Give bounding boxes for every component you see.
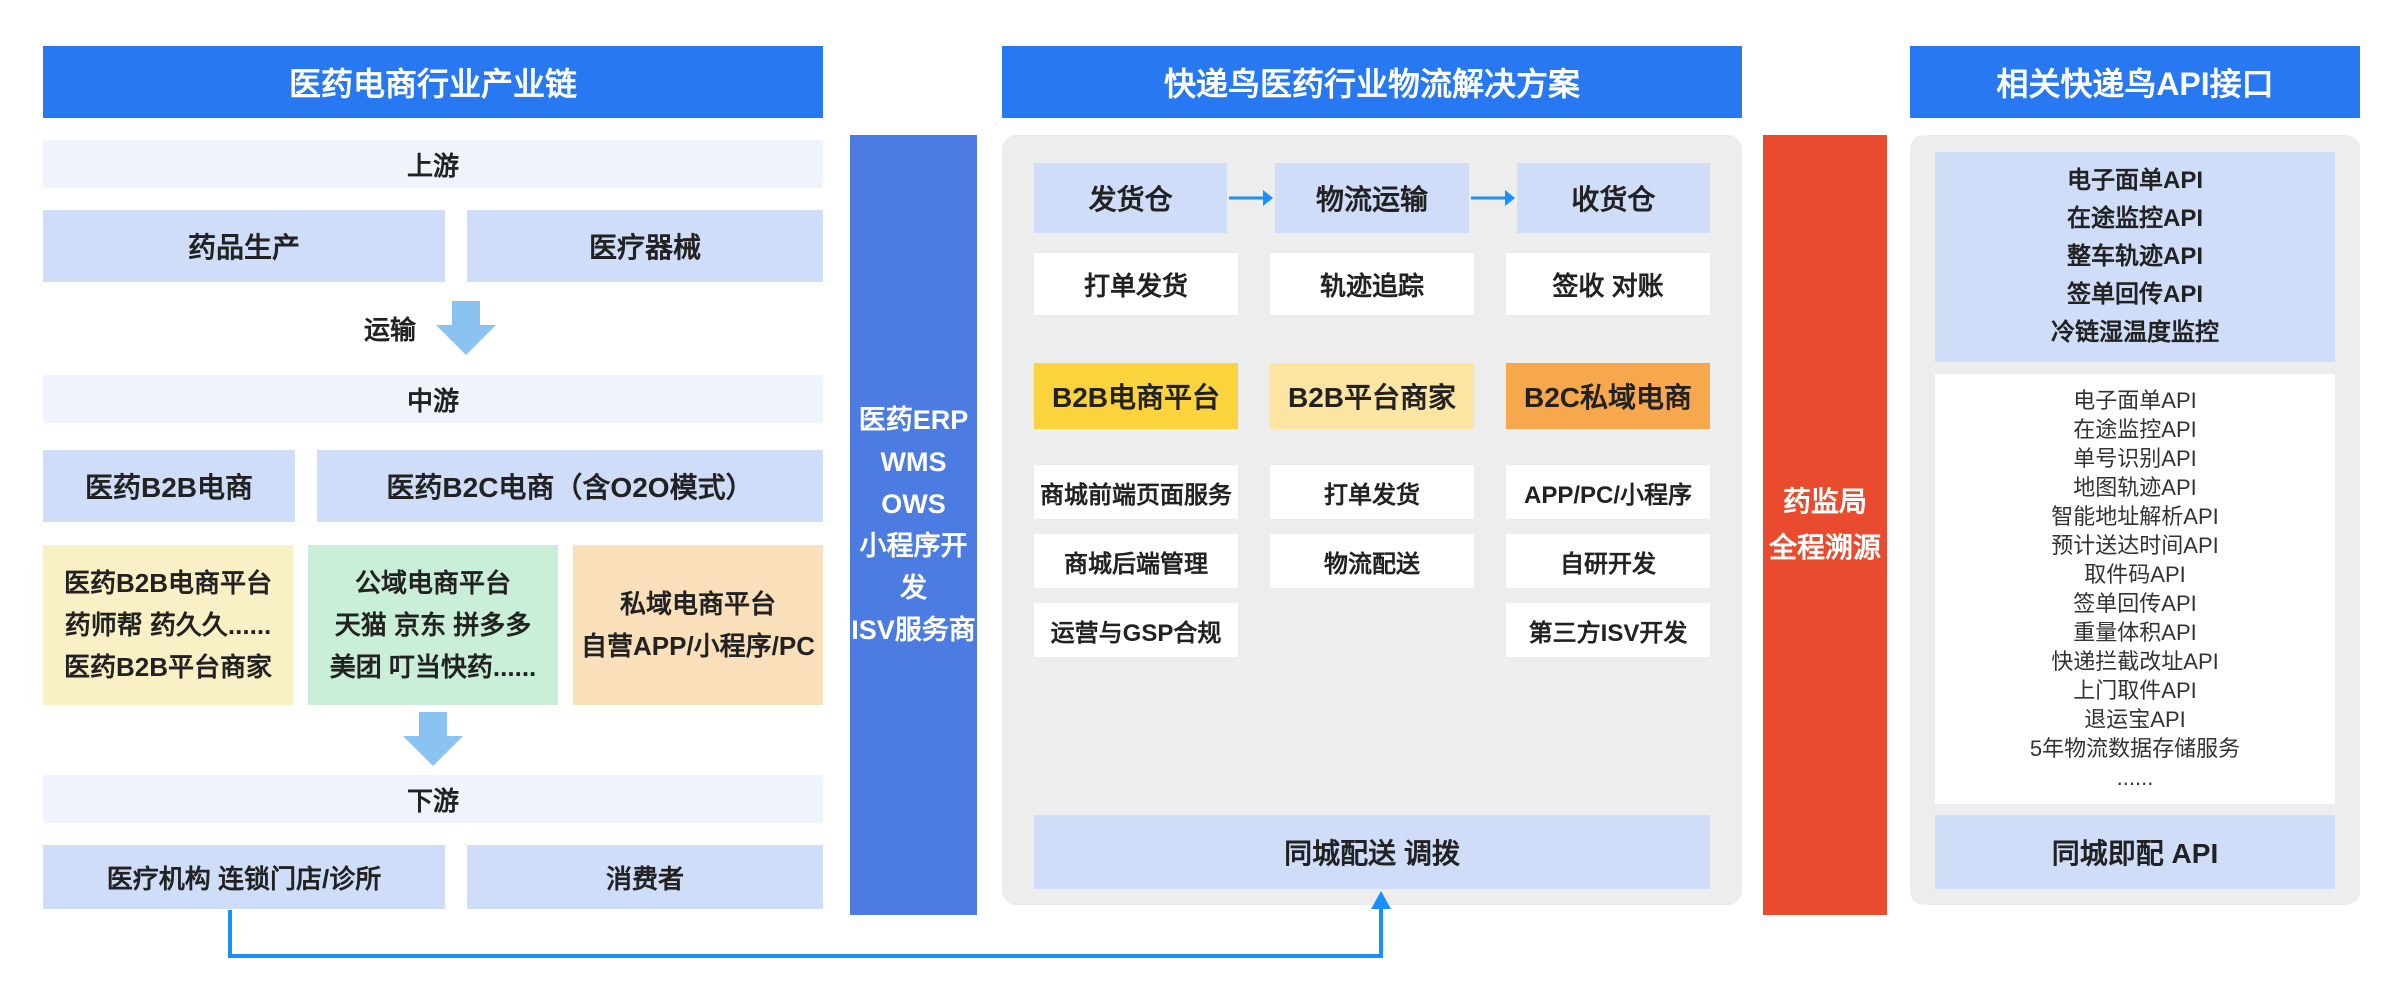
receiving-warehouse-box: 收货仓 — [1516, 163, 1710, 233]
private-domain-box: 私域电商平台自营APP/小程序/PC — [573, 545, 823, 705]
logistics-delivery-box: 物流配送 — [1270, 534, 1474, 588]
public-domain-box: 公域电商平台天猫 京东 拼多多美团 叮当快药...... — [308, 545, 558, 705]
b2b-platform-merchant-box: B2B平台商家 — [1270, 363, 1474, 429]
warehouse-flow-row: 发货仓 物流运输 收货仓 — [1034, 163, 1710, 233]
transport-label: 运输 — [363, 315, 416, 345]
service-grid: 商城前端页面服务 打单发货 APP/PC/小程序 商城后端管理 物流配送 自研开… — [1034, 465, 1710, 657]
down-arrow-icon — [397, 712, 469, 768]
tier-downstream: 下游 — [43, 775, 823, 823]
transport-zone: 运输 — [43, 282, 823, 375]
mall-frontend-box: 商城前端页面服务 — [1034, 465, 1238, 519]
drug-regulator-bar: 药监局全程溯源 — [1763, 135, 1887, 915]
tier-upstream: 上游 — [43, 140, 823, 188]
track-trace-box: 轨迹追踪 — [1270, 253, 1474, 315]
medical-org-box: 医疗机构 连锁门店/诊所 — [43, 845, 445, 909]
print-ship-box: 打单发货 — [1034, 253, 1238, 315]
midstream-row: 医药B2B电商 医药B2C电商（含O2O模式） — [43, 450, 823, 522]
sign-reconcile-box: 签收 对账 — [1506, 253, 1710, 315]
kdniao-solution-panel: 快递鸟医药行业物流解决方案 发货仓 物流运输 收货仓 打单发货 轨迹追踪 签收 … — [1002, 46, 1742, 905]
mall-backend-box: 商城后端管理 — [1034, 534, 1238, 588]
city-delivery-box: 同城配送 调拨 — [1034, 815, 1710, 889]
left-panel-title: 医药电商行业产业链 — [43, 46, 823, 118]
right-arrow-icon — [1469, 186, 1517, 210]
service-grid-row: 商城前端页面服务 打单发货 APP/PC/小程序 — [1034, 465, 1710, 519]
service-grid-row: 运营与GSP合规 第三方ISV开发 — [1034, 603, 1710, 657]
upstream-row: 药品生产 医疗器械 — [43, 210, 823, 282]
b2b-platform-box: 医药B2B电商平台药师帮 药久久......医药B2B平台商家 — [43, 545, 293, 705]
medical-devices-box: 医疗器械 — [467, 210, 823, 282]
logistics-transport-box: 物流运输 — [1275, 163, 1469, 233]
pharma-ecommerce-chain-panel: 医药电商行业产业链 上游 药品生产 医疗器械 运输 中游 医药B2B电商 医药B… — [43, 46, 823, 909]
print-ship-box: 打单发货 — [1270, 465, 1474, 519]
platform-boxes-row: 医药B2B电商平台药师帮 药久久......医药B2B平台商家 公域电商平台天猫… — [43, 545, 823, 705]
right-arrow-icon — [1227, 186, 1275, 210]
b2c-private-ecommerce-box: B2C私域电商 — [1506, 363, 1710, 429]
app-pc-mini-box: APP/PC/小程序 — [1506, 465, 1710, 519]
flow-function-row: 打单发货 轨迹追踪 签收 对账 — [1034, 253, 1710, 315]
drug-production-box: 药品生产 — [43, 210, 445, 282]
tier-midstream: 中游 — [43, 375, 823, 423]
right-panel-title: 相关快递鸟API接口 — [1910, 46, 2360, 118]
service-grid-row: 商城后端管理 物流配送 自研开发 — [1034, 534, 1710, 588]
middle-panel-title: 快递鸟医药行业物流解决方案 — [1002, 46, 1742, 118]
downstream-row: 医疗机构 连锁门店/诊所 消费者 — [43, 845, 823, 909]
city-instant-api-box: 同城即配 API — [1935, 815, 2335, 889]
consumer-box: 消费者 — [467, 845, 823, 909]
channel-row: B2B电商平台 B2B平台商家 B2C私域电商 — [1034, 363, 1710, 429]
b2b-ecommerce-box: 医药B2B电商 — [43, 450, 295, 522]
shipping-warehouse-box: 发货仓 — [1034, 163, 1228, 233]
gsp-compliance-box: 运营与GSP合规 — [1034, 603, 1238, 657]
b2b-ecommerce-platform-box: B2B电商平台 — [1034, 363, 1238, 429]
third-party-isv-box: 第三方ISV开发 — [1506, 603, 1710, 657]
solution-container: 发货仓 物流运输 收货仓 打单发货 轨迹追踪 签收 对账 B2B电商平台 B2B… — [1002, 135, 1742, 905]
down-arrow-icon — [430, 300, 502, 357]
b2c-ecommerce-box: 医药B2C电商（含O2O模式） — [317, 450, 823, 522]
self-dev-box: 自研开发 — [1506, 534, 1710, 588]
downstream-arrow-zone — [43, 705, 823, 775]
